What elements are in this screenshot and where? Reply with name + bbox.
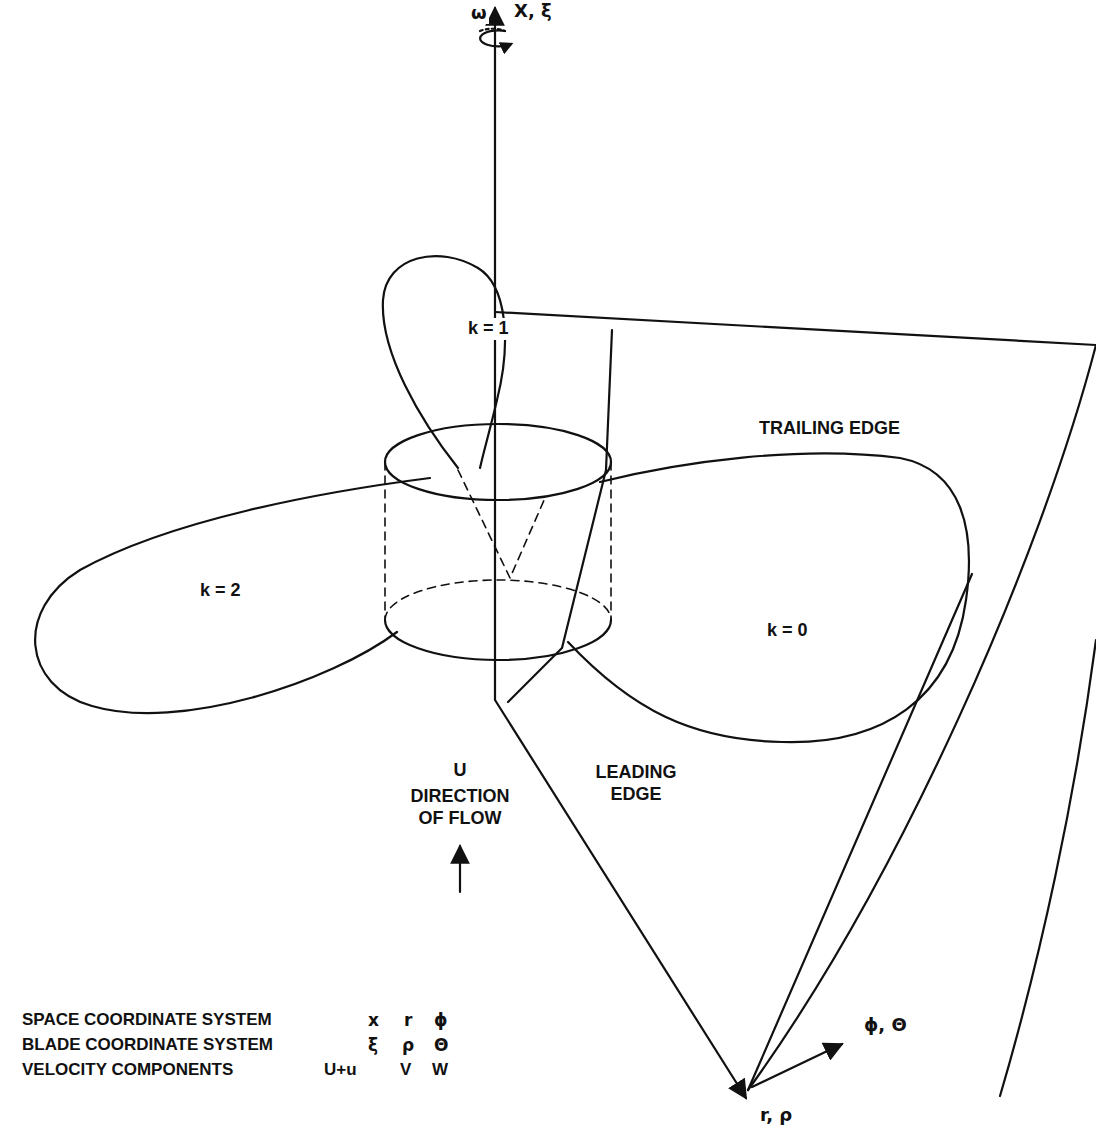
hub-top (385, 424, 611, 500)
flow-label: U (452, 760, 469, 782)
blade-k1 (383, 256, 505, 468)
table-cell: W (430, 1060, 450, 1080)
plane-arc (748, 345, 1096, 1090)
table-cell: BLADE COORDINATE SYSTEM (20, 1035, 275, 1055)
blade-k0 (568, 453, 969, 742)
edge-label: LEADING EDGE (584, 762, 688, 805)
r-axis (495, 700, 746, 1098)
phi-arrow (752, 1044, 842, 1087)
table-cell: VELOCITY COMPONENTS (20, 1060, 235, 1080)
rotation-arrow-back (480, 29, 505, 31)
blade-k2 (35, 478, 430, 713)
blade-label: k = 1 (466, 318, 511, 340)
table-cell: ξ (366, 1035, 380, 1055)
x-axis (494, 8, 496, 700)
table-cell: r (402, 1010, 414, 1030)
blade-root-hidden (458, 470, 545, 578)
meridian-line (508, 330, 612, 702)
table-cell: ρ (400, 1035, 416, 1055)
edge-label: TRAILING EDGE (757, 418, 902, 440)
table-cell: V (398, 1060, 413, 1080)
flow-arrow (459, 846, 461, 892)
table-cell: x (366, 1010, 381, 1030)
blade-label: k = 0 (765, 620, 810, 642)
hub-side (384, 462, 386, 620)
axis-label: X, ξ (512, 0, 554, 22)
hub-bottom-front (385, 620, 611, 660)
rotation-arrow (480, 30, 511, 46)
axis-label: ϕ, Θ (862, 1014, 909, 1036)
plane-edge (748, 574, 972, 1090)
table-cell: ϕ (432, 1010, 450, 1030)
axis-label: r, ρ (758, 1104, 794, 1126)
plane-edge (495, 312, 1096, 345)
table-cell: SPACE COORDINATE SYSTEM (20, 1010, 274, 1030)
hub-side (610, 462, 612, 620)
plane-arc-outer (1000, 640, 1096, 1096)
blade-label: k = 2 (198, 580, 243, 602)
flow-label: DIRECTION OF FLOW (402, 786, 518, 829)
table-cell: U+u (322, 1060, 359, 1080)
hub-bottom-back (385, 580, 611, 620)
table-cell: Θ (432, 1035, 450, 1055)
rotation-label: ω (469, 2, 489, 24)
